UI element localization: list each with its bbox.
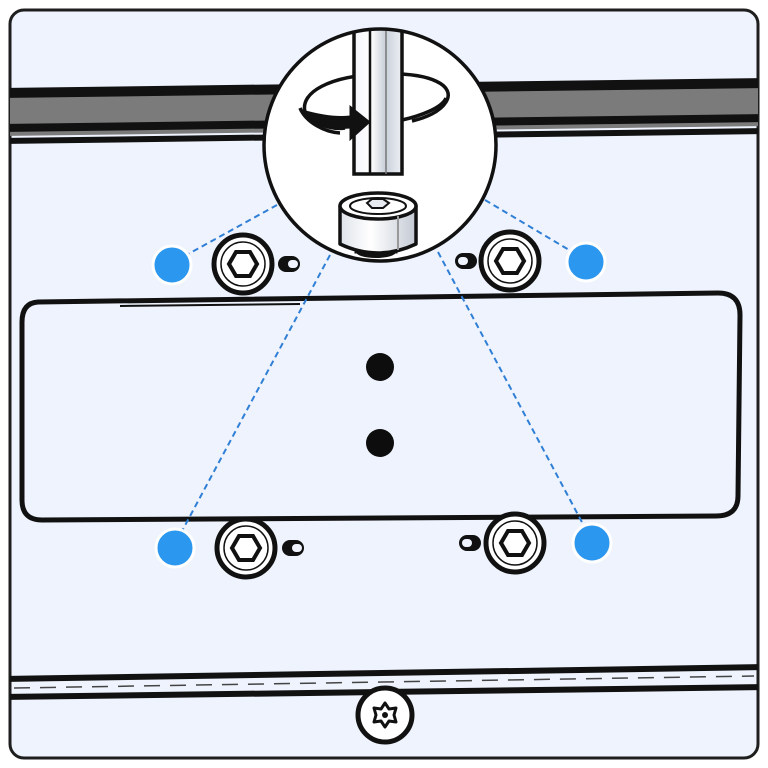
hex-fitting-top-left [211, 232, 300, 296]
highlight-hole-top-left [151, 244, 193, 286]
socket-head-screw-icon [338, 191, 418, 258]
mounting-plate [19, 290, 743, 523]
highlight-hole-bottom-left [154, 527, 196, 569]
hex-fitting-top-right [455, 229, 542, 293]
leader-lines [171, 199, 593, 547]
callout-magnifier [262, 27, 498, 263]
hex-wrench-icon [352, 29, 404, 176]
panel-background [8, 8, 760, 760]
highlight-hole-bottom-right [571, 522, 613, 564]
center-hole-bottom [366, 429, 394, 457]
hex-fitting-bottom-left [214, 516, 304, 580]
center-hole-top [366, 353, 394, 381]
highlight-hole-top-right [565, 241, 607, 283]
highlighted-holes [151, 241, 613, 569]
hex-fitting-bottom-right [459, 511, 547, 575]
torx-screw-icon [355, 685, 415, 745]
